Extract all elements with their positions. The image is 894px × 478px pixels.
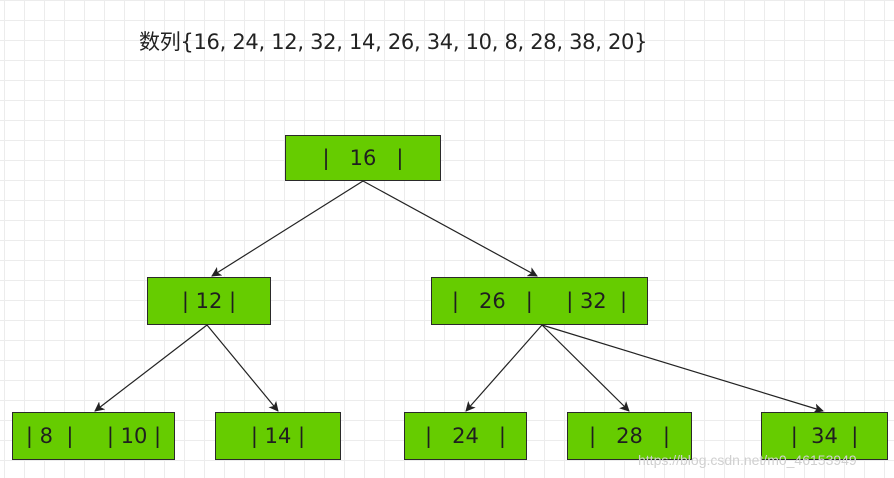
watermark: https://blog.csdn.net/m0_46153949: [638, 452, 857, 468]
tree-node-24[interactable]: | 24 |: [404, 412, 527, 460]
edge-root-to-level1_left: [211, 180, 364, 277]
edge-level1_right-to-leaf_5: [541, 324, 824, 414]
sequence-title: 数列{16, 24, 12, 32, 14, 26, 34, 10, 8, 28…: [139, 30, 648, 54]
edge-root-to-level1_right: [362, 180, 538, 277]
edge-level1_right-to-leaf_4: [541, 324, 630, 412]
tree-node-8-10[interactable]: | 8 | | 10 |: [12, 412, 175, 460]
edge-level1_left-to-leaf_1: [94, 324, 208, 412]
tree-node-28[interactable]: | 28 |: [567, 412, 692, 460]
tree-node-26-32[interactable]: | 26 | | 32 |: [431, 277, 648, 325]
tree-node-root[interactable]: | 16 |: [285, 135, 441, 181]
edge-level1_left-to-leaf_2: [206, 324, 279, 412]
tree-node-14[interactable]: | 14 |: [215, 412, 341, 460]
tree-node-12[interactable]: | 12 |: [147, 277, 271, 325]
edge-level1_right-to-leaf_3: [465, 324, 543, 412]
tree-node-34[interactable]: | 34 |: [761, 412, 888, 460]
